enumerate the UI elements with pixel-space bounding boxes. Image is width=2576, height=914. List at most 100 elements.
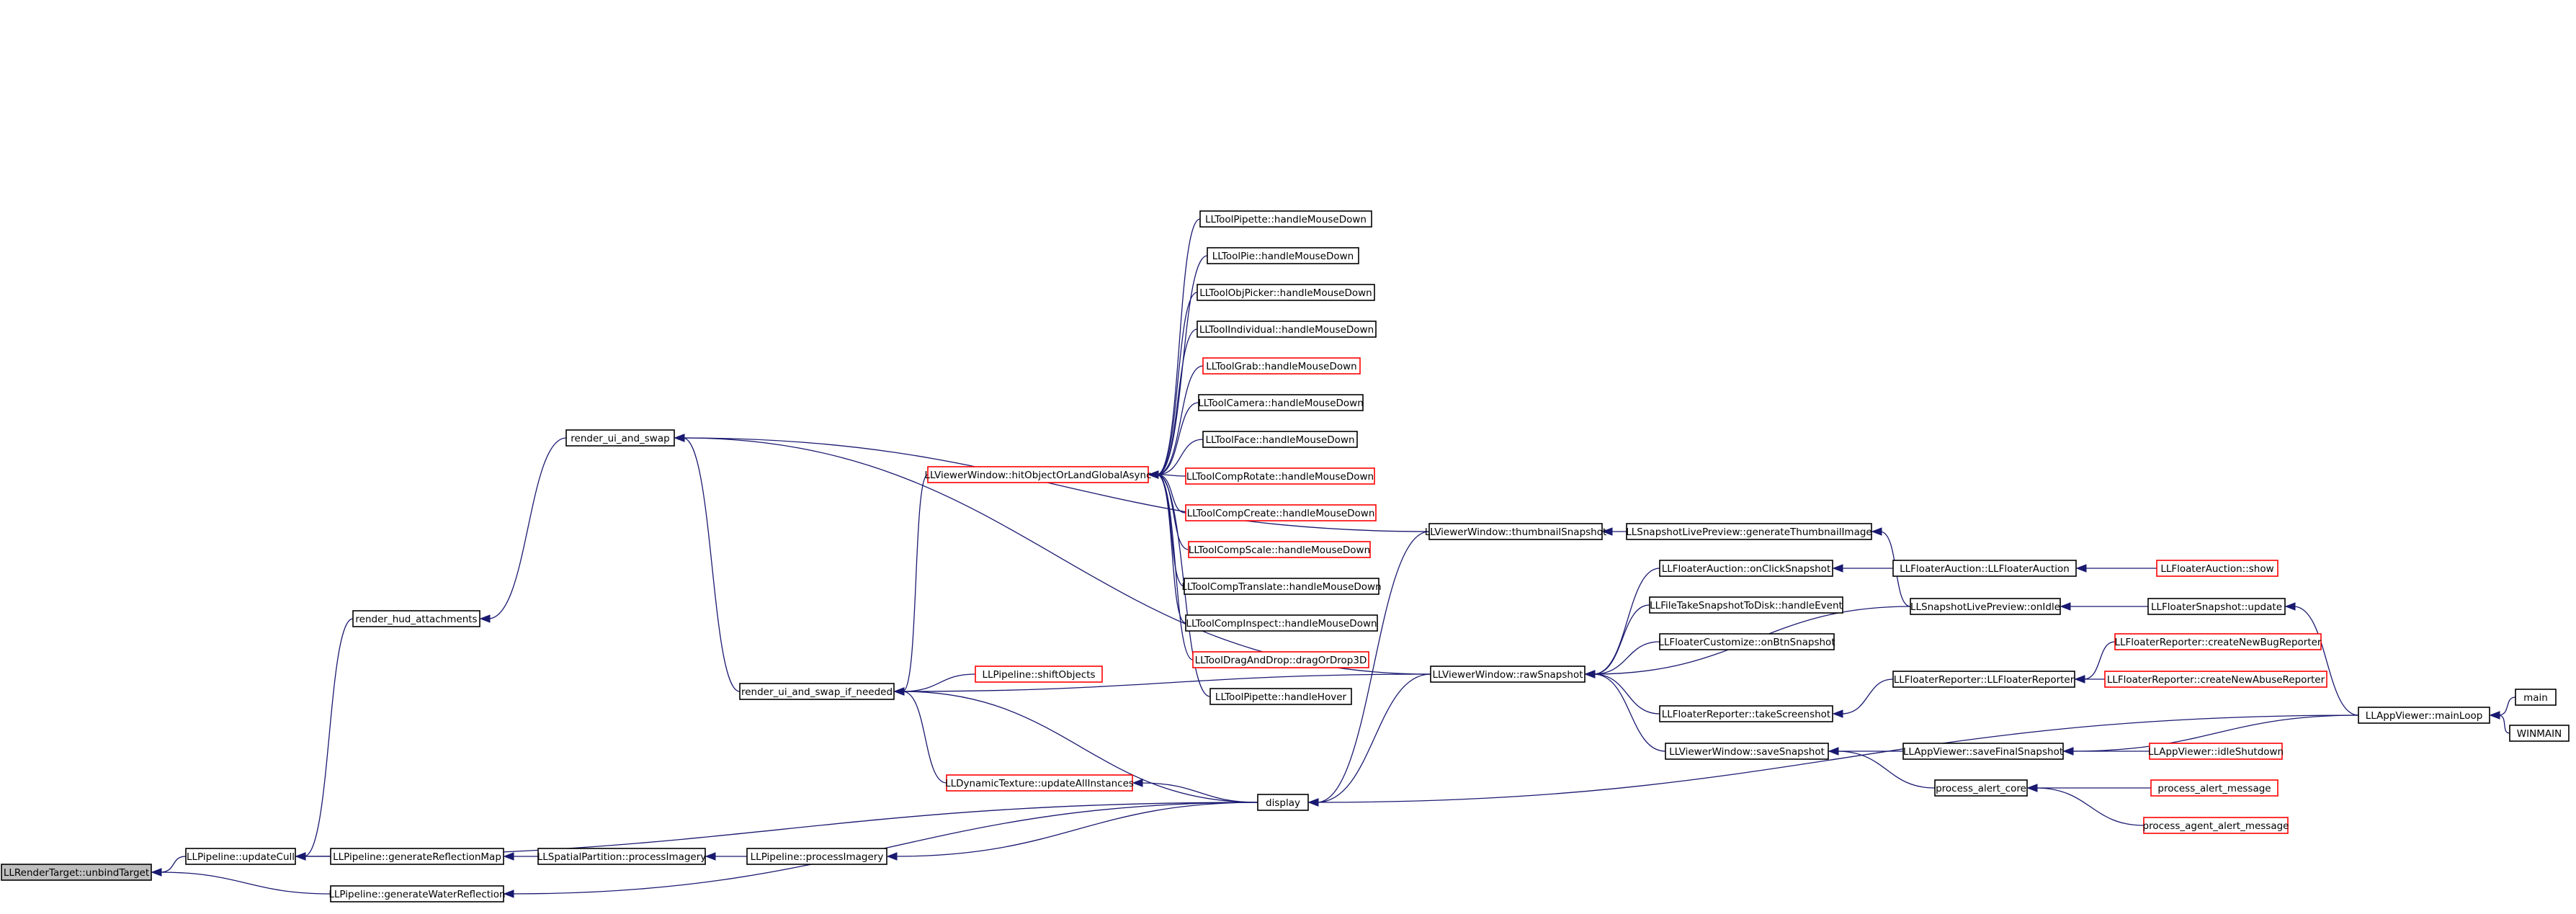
node-box[interactable] — [2143, 817, 2289, 834]
node-box[interactable] — [927, 466, 1149, 483]
node-box[interactable] — [1197, 284, 1375, 301]
node-box[interactable] — [1626, 523, 1872, 540]
function-node[interactable]: LLRenderTarget::unbindTarget — [1, 864, 152, 881]
node-box[interactable] — [1910, 598, 2061, 615]
node-box[interactable] — [1257, 794, 1309, 811]
function-node[interactable]: LLPipeline::updateCull — [185, 848, 296, 865]
node-box[interactable] — [537, 848, 706, 865]
node-box[interactable] — [1659, 633, 1835, 650]
function-node[interactable]: render_hud_attachments — [352, 610, 480, 627]
node-box[interactable] — [739, 683, 895, 700]
function-node[interactable]: process_alert_message — [2150, 779, 2278, 797]
function-node[interactable]: WINMAIN — [2509, 725, 2570, 742]
node-box[interactable] — [1188, 541, 1371, 558]
node-box[interactable] — [946, 774, 1133, 792]
function-node[interactable]: LLPipeline::generateWaterReflection — [328, 885, 506, 902]
node-box[interactable] — [1902, 743, 2064, 760]
function-node[interactable]: LLViewerWindow::rawSnapshot — [1430, 666, 1586, 683]
node-box[interactable] — [1892, 560, 2077, 577]
function-node[interactable]: main — [2515, 689, 2557, 706]
function-node[interactable]: LLDynamicTexture::updateAllInstances — [945, 774, 1134, 792]
function-node[interactable]: LLToolCompTranslate::handleMouseDown — [1181, 578, 1382, 595]
function-node[interactable]: LLViewerWindow::hitObjectOrLandGlobalAsy… — [924, 466, 1152, 483]
node-box[interactable] — [2156, 560, 2278, 577]
function-node[interactable]: process_alert_core — [1934, 779, 2028, 797]
function-node[interactable]: LLFloaterReporter::takeScreenshot — [1659, 705, 1833, 722]
function-node[interactable]: LLToolPipette::handleHover — [1209, 688, 1352, 705]
function-node[interactable]: LLViewerWindow::thumbnailSnapshot — [1425, 523, 1607, 540]
node-box[interactable] — [2149, 743, 2283, 760]
function-node[interactable]: LLPipeline::generateReflectionMap — [330, 848, 504, 865]
function-node[interactable]: LLSnapshotLivePreview::generateThumbnail… — [1626, 523, 1872, 540]
node-box[interactable] — [1185, 467, 1375, 485]
node-box[interactable] — [1934, 779, 2028, 797]
node-box[interactable] — [185, 848, 296, 865]
function-node[interactable]: LLToolCompRotate::handleMouseDown — [1185, 467, 1375, 485]
function-node[interactable]: LLFloaterAuction::LLFloaterAuction — [1892, 560, 2077, 577]
function-node[interactable]: LLFloaterReporter::createNewAbuseReporte… — [2104, 671, 2327, 688]
node-box[interactable] — [1185, 614, 1378, 632]
function-node[interactable]: LLToolIndividual::handleMouseDown — [1197, 321, 1377, 338]
node-box[interactable] — [1198, 394, 1364, 411]
function-node[interactable]: LLToolCamera::handleMouseDown — [1198, 394, 1364, 411]
function-node[interactable]: render_ui_and_swap_if_needed — [739, 683, 895, 700]
node-box[interactable] — [1659, 705, 1833, 722]
node-box[interactable] — [2114, 633, 2322, 650]
node-box[interactable] — [1184, 578, 1379, 595]
function-node[interactable]: LLToolGrab::handleMouseDown — [1202, 357, 1361, 375]
function-node[interactable]: LLToolFace::handleMouseDown — [1202, 431, 1358, 448]
node-box[interactable] — [1659, 560, 1833, 577]
node-box[interactable] — [2150, 779, 2278, 797]
function-node[interactable]: LLToolCompInspect::handleMouseDown — [1185, 614, 1378, 632]
node-box[interactable] — [1185, 504, 1377, 521]
function-node[interactable]: LLAppViewer::idleShutdown — [2148, 743, 2284, 760]
node-box[interactable] — [1192, 651, 1369, 668]
node-box[interactable] — [1202, 357, 1361, 375]
node-box[interactable] — [1202, 431, 1358, 448]
function-node[interactable]: LLToolCompCreate::handleMouseDown — [1185, 504, 1377, 521]
function-node[interactable]: LLToolPipette::handleMouseDown — [1199, 210, 1372, 228]
function-node[interactable]: LLSpatialPartition::processImagery — [537, 848, 707, 865]
function-node[interactable]: LLToolPie::handleMouseDown — [1207, 247, 1359, 264]
function-node[interactable]: LLToolObjPicker::handleMouseDown — [1197, 284, 1375, 301]
function-node[interactable]: LLFloaterReporter::LLFloaterReporter — [1892, 671, 2075, 688]
node-box[interactable] — [2515, 689, 2557, 706]
function-node[interactable]: LLPipeline::processImagery — [746, 848, 887, 865]
node-box[interactable] — [1207, 247, 1359, 264]
node-box[interactable] — [2104, 671, 2327, 688]
function-node[interactable]: LLSnapshotLivePreview::onIdle — [1910, 598, 2061, 615]
node-box[interactable] — [1649, 596, 1843, 614]
function-node[interactable]: LLToolCompScale::handleMouseDown — [1188, 541, 1371, 558]
function-node[interactable]: LLViewerWindow::saveSnapshot — [1665, 743, 1829, 760]
function-node[interactable]: LLFloaterAuction::show — [2156, 560, 2278, 577]
function-node[interactable]: LLPipeline::shiftObjects — [975, 666, 1103, 683]
function-node[interactable]: LLAppViewer::saveFinalSnapshot — [1902, 743, 2064, 760]
function-node[interactable]: LLFloaterSnapshot::update — [2147, 598, 2286, 615]
function-node[interactable]: process_agent_alert_message — [2143, 817, 2289, 834]
node-box[interactable] — [1197, 321, 1377, 338]
node-box[interactable] — [565, 429, 675, 447]
node-box[interactable] — [975, 666, 1103, 683]
node-box[interactable] — [330, 885, 504, 902]
node-box[interactable] — [1665, 743, 1829, 760]
function-node[interactable]: display — [1257, 794, 1309, 811]
node-box[interactable] — [1430, 666, 1586, 683]
node-box[interactable] — [1892, 671, 2075, 688]
node-box[interactable] — [1199, 210, 1372, 228]
node-box[interactable] — [2358, 707, 2490, 724]
function-node[interactable]: LLFloaterCustomize::onBtnSnapshot — [1658, 633, 1835, 650]
function-node[interactable]: LLFileTakeSnapshotToDisk::handleEvent — [1649, 596, 1843, 614]
function-node[interactable]: render_ui_and_swap — [565, 429, 675, 447]
function-node[interactable]: LLAppViewer::mainLoop — [2358, 707, 2490, 724]
function-node[interactable]: LLToolDragAndDrop::dragOrDrop3D — [1192, 651, 1369, 668]
node-box[interactable] — [1, 864, 152, 881]
node-box[interactable] — [1428, 523, 1603, 540]
node-box[interactable] — [2147, 598, 2286, 615]
node-box[interactable] — [1209, 688, 1352, 705]
node-box[interactable] — [2509, 725, 2570, 742]
function-node[interactable]: LLFloaterReporter::createNewBugReporter — [2114, 633, 2322, 650]
node-box[interactable] — [352, 610, 480, 627]
function-node[interactable]: LLFloaterAuction::onClickSnapshot — [1659, 560, 1833, 577]
node-box[interactable] — [746, 848, 887, 865]
node-box[interactable] — [330, 848, 504, 865]
